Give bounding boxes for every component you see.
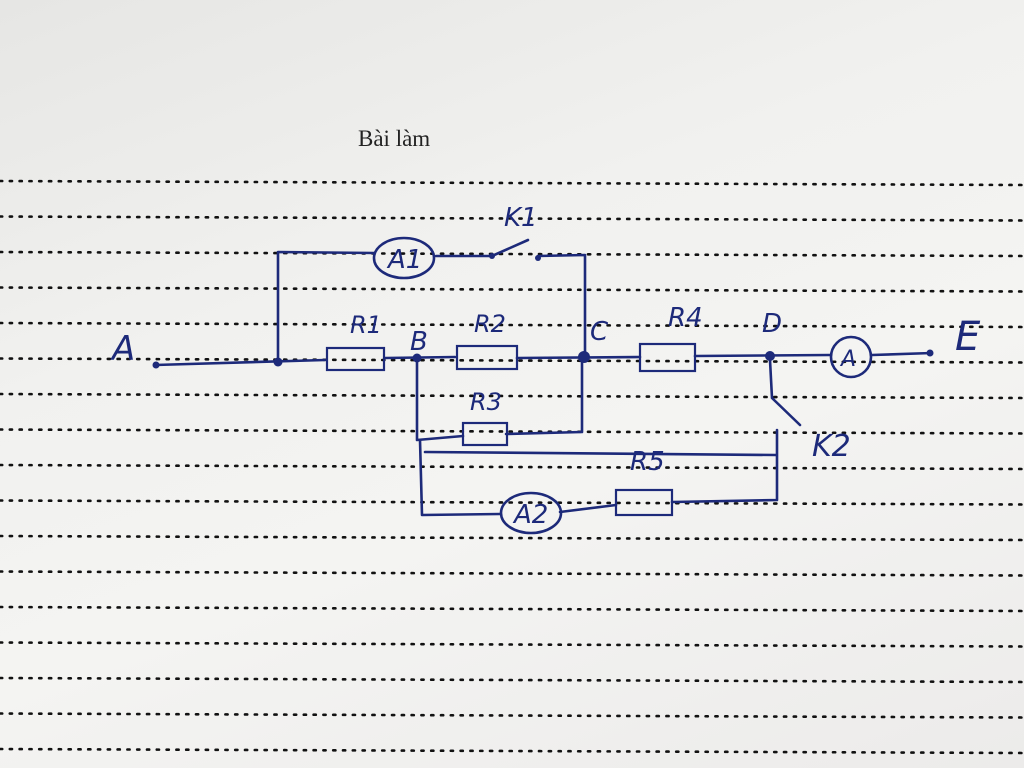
junction-d [765,351,775,361]
label-node-c: C [590,317,609,347]
dotted-rule [0,570,1024,577]
label-r1: R1 [350,311,382,339]
label-ammeter-main: A [839,347,856,372]
junction-left [273,357,283,367]
resistors [325,342,697,517]
dotted-rule [0,676,1024,684]
switch-k1-blade [490,238,530,258]
label-switch-k1: K1 [504,203,538,233]
wire-r5-right [670,428,779,504]
junction-dots [152,253,934,369]
junction-a [152,361,160,369]
dotted-rule [0,605,1024,613]
ammeter-main [829,335,873,379]
wire-a2-to-r5 [558,503,618,514]
label-switch-k2: K2 [812,429,851,464]
wire-r5-top-stub [423,450,778,457]
dotted-rule [0,250,1024,258]
wire-a-to-r1 [153,358,327,367]
label-r5: R5 [630,447,665,477]
meters [372,236,873,535]
dotted-rule [0,321,1024,329]
dotted-rule [0,463,1024,471]
resistor-r3 [461,421,509,447]
dotted-rule [0,428,1024,435]
label-r4: R4 [668,303,703,333]
labels: A B C D E R1 R2 R3 R4 R5 A1 A2 A K1 K2 [110,203,981,530]
wire-r3-right [504,358,584,436]
page-heading: Bài làm [358,126,431,151]
resistor-r2 [455,344,519,371]
wire-r3-left [415,356,465,442]
label-node-a: A [110,329,135,369]
wire-top-right [536,253,587,360]
label-ammeter-a1: A1 [386,245,422,275]
ammeter-a1 [372,236,436,280]
junction-c [578,351,590,363]
resistor-r4 [638,342,697,373]
label-ammeter-a2: A2 [512,500,548,530]
junction-k1-contact [535,255,541,261]
label-node-d: D [762,309,782,339]
dotted-rule [0,215,1024,222]
dotted-rule [0,534,1024,542]
label-r3: R3 [470,388,502,416]
dotted-rule [0,357,1024,364]
dotted-rule [0,499,1024,506]
resistor-r1 [325,346,386,372]
dotted-rules [0,179,1024,755]
dotted-rule [0,712,1024,719]
wire-r5-left [418,438,502,517]
junction-k1 [489,253,495,259]
label-node-e: E [955,314,981,360]
junction-e [926,349,934,357]
wire-r4-to-ammeter [693,353,832,358]
switch-k2-blade [768,358,802,427]
circuit-wires [153,238,934,517]
label-node-b: B [410,327,428,357]
dotted-rule [0,286,1024,293]
wire-top-left [276,250,376,364]
wire-ammeter-to-e [870,351,934,357]
label-r2: R2 [474,310,506,338]
dotted-rule [0,392,1024,400]
resistor-r5 [614,488,674,517]
dotted-rule [0,179,1024,187]
dotted-rule [0,747,1024,755]
ammeter-a2 [499,491,563,535]
dotted-rule [0,641,1024,648]
junction-b [412,353,422,363]
